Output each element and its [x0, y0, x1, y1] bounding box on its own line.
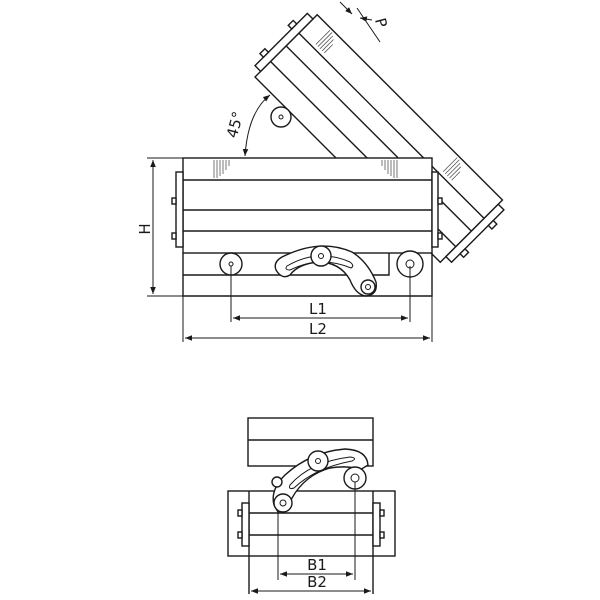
end-plate-right [372, 502, 381, 547]
locking-lever [271, 448, 369, 513]
base-body [227, 490, 396, 557]
knob [287, 19, 298, 30]
pole-hatching [315, 30, 462, 181]
angle-label: 45° [223, 110, 247, 140]
locking-lever [274, 245, 377, 297]
width2-label: B2 [307, 573, 327, 591]
pole-hatching [213, 160, 398, 178]
end-plate-left [241, 502, 250, 547]
knob [437, 232, 443, 240]
knob [171, 232, 177, 240]
tilted-end-plate-bottom [444, 203, 505, 264]
length2-label: L2 [309, 320, 327, 338]
side-view: H 45° P L1 L2 [136, 1, 505, 342]
end-view: B1 B2 [227, 417, 396, 594]
tilted-end-plate-top [254, 12, 314, 73]
height-label: H [136, 223, 154, 234]
knob [379, 531, 385, 539]
knob [459, 247, 470, 259]
knob [379, 509, 385, 517]
length1-label: L1 [309, 300, 327, 318]
pivot-roller [270, 106, 292, 128]
knob [237, 509, 243, 517]
knob [171, 197, 177, 205]
end-plate-left [175, 171, 184, 248]
knob [437, 197, 443, 205]
pitch-label: P [371, 16, 391, 29]
knob [258, 47, 270, 59]
end-plate-right [431, 171, 439, 248]
knob [487, 219, 498, 231]
width1-label: B1 [307, 556, 327, 574]
angle-arc [242, 94, 271, 157]
knob [237, 531, 243, 539]
